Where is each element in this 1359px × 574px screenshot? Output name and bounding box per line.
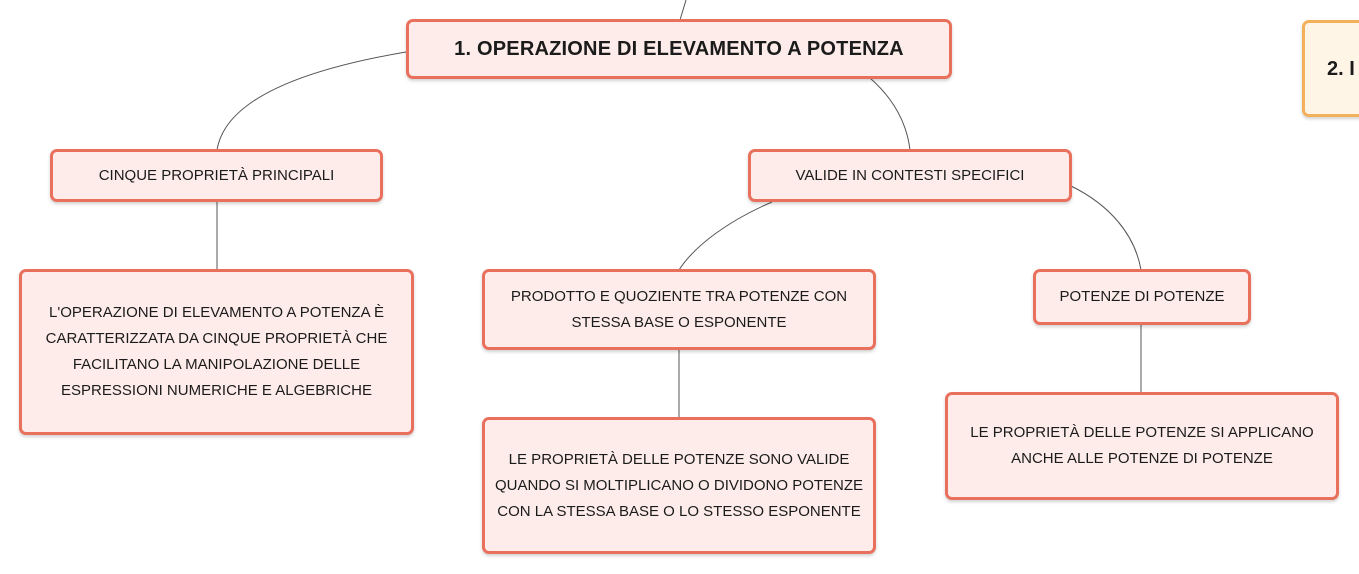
specific-contexts-label: VALIDE IN CONTESTI SPECIFICI xyxy=(795,166,1025,184)
product-quotient-desc-node[interactable]: LE PROPRIETÀ DELLE POTENZE SONO VALIDE Q… xyxy=(482,417,876,554)
five-properties-label: CINQUE PROPRIETÀ PRINCIPALI xyxy=(98,166,335,184)
five-properties-desc-node[interactable]: L'OPERAZIONE DI ELEVAMENTO A POTENZA È C… xyxy=(19,269,414,435)
five-properties-desc-label: L'OPERAZIONE DI ELEVAMENTO A POTENZA È C… xyxy=(45,304,388,399)
root-topic-label: 1. OPERAZIONE DI ELEVAMENTO A POTENZA xyxy=(454,38,904,60)
power-of-powers-node[interactable]: POTENZE DI POTENZE xyxy=(1033,269,1251,325)
product-quotient-label: PRODOTTO E QUOZIENTE TRA POTENZE CON STE… xyxy=(510,287,848,331)
next-topic-label: 2. I xyxy=(1327,57,1355,80)
power-of-powers-desc-label: LE PROPRIETÀ DELLE POTENZE SI APPLICANO … xyxy=(970,424,1314,467)
link-root-to-five-props xyxy=(216,51,407,151)
next-topic-node[interactable]: 2. I xyxy=(1302,20,1359,117)
specific-contexts-node[interactable]: VALIDE IN CONTESTI SPECIFICI xyxy=(748,149,1072,202)
link-top-incoming xyxy=(679,0,687,21)
link-specific-to-powers xyxy=(1070,185,1142,271)
power-of-powers-label: POTENZE DI POTENZE xyxy=(1059,288,1225,305)
product-quotient-desc-label: LE PROPRIETÀ DELLE POTENZE SONO VALIDE Q… xyxy=(494,450,864,520)
root-topic-node[interactable]: 1. OPERAZIONE DI ELEVAMENTO A POTENZA xyxy=(406,19,952,79)
product-quotient-node[interactable]: PRODOTTO E QUOZIENTE TRA POTENZE CON STE… xyxy=(482,269,876,350)
five-properties-node[interactable]: CINQUE PROPRIETÀ PRINCIPALI xyxy=(50,149,383,202)
link-root-to-specific xyxy=(869,77,911,151)
link-specific-to-product xyxy=(678,201,773,271)
power-of-powers-desc-node[interactable]: LE PROPRIETÀ DELLE POTENZE SI APPLICANO … xyxy=(945,392,1339,500)
